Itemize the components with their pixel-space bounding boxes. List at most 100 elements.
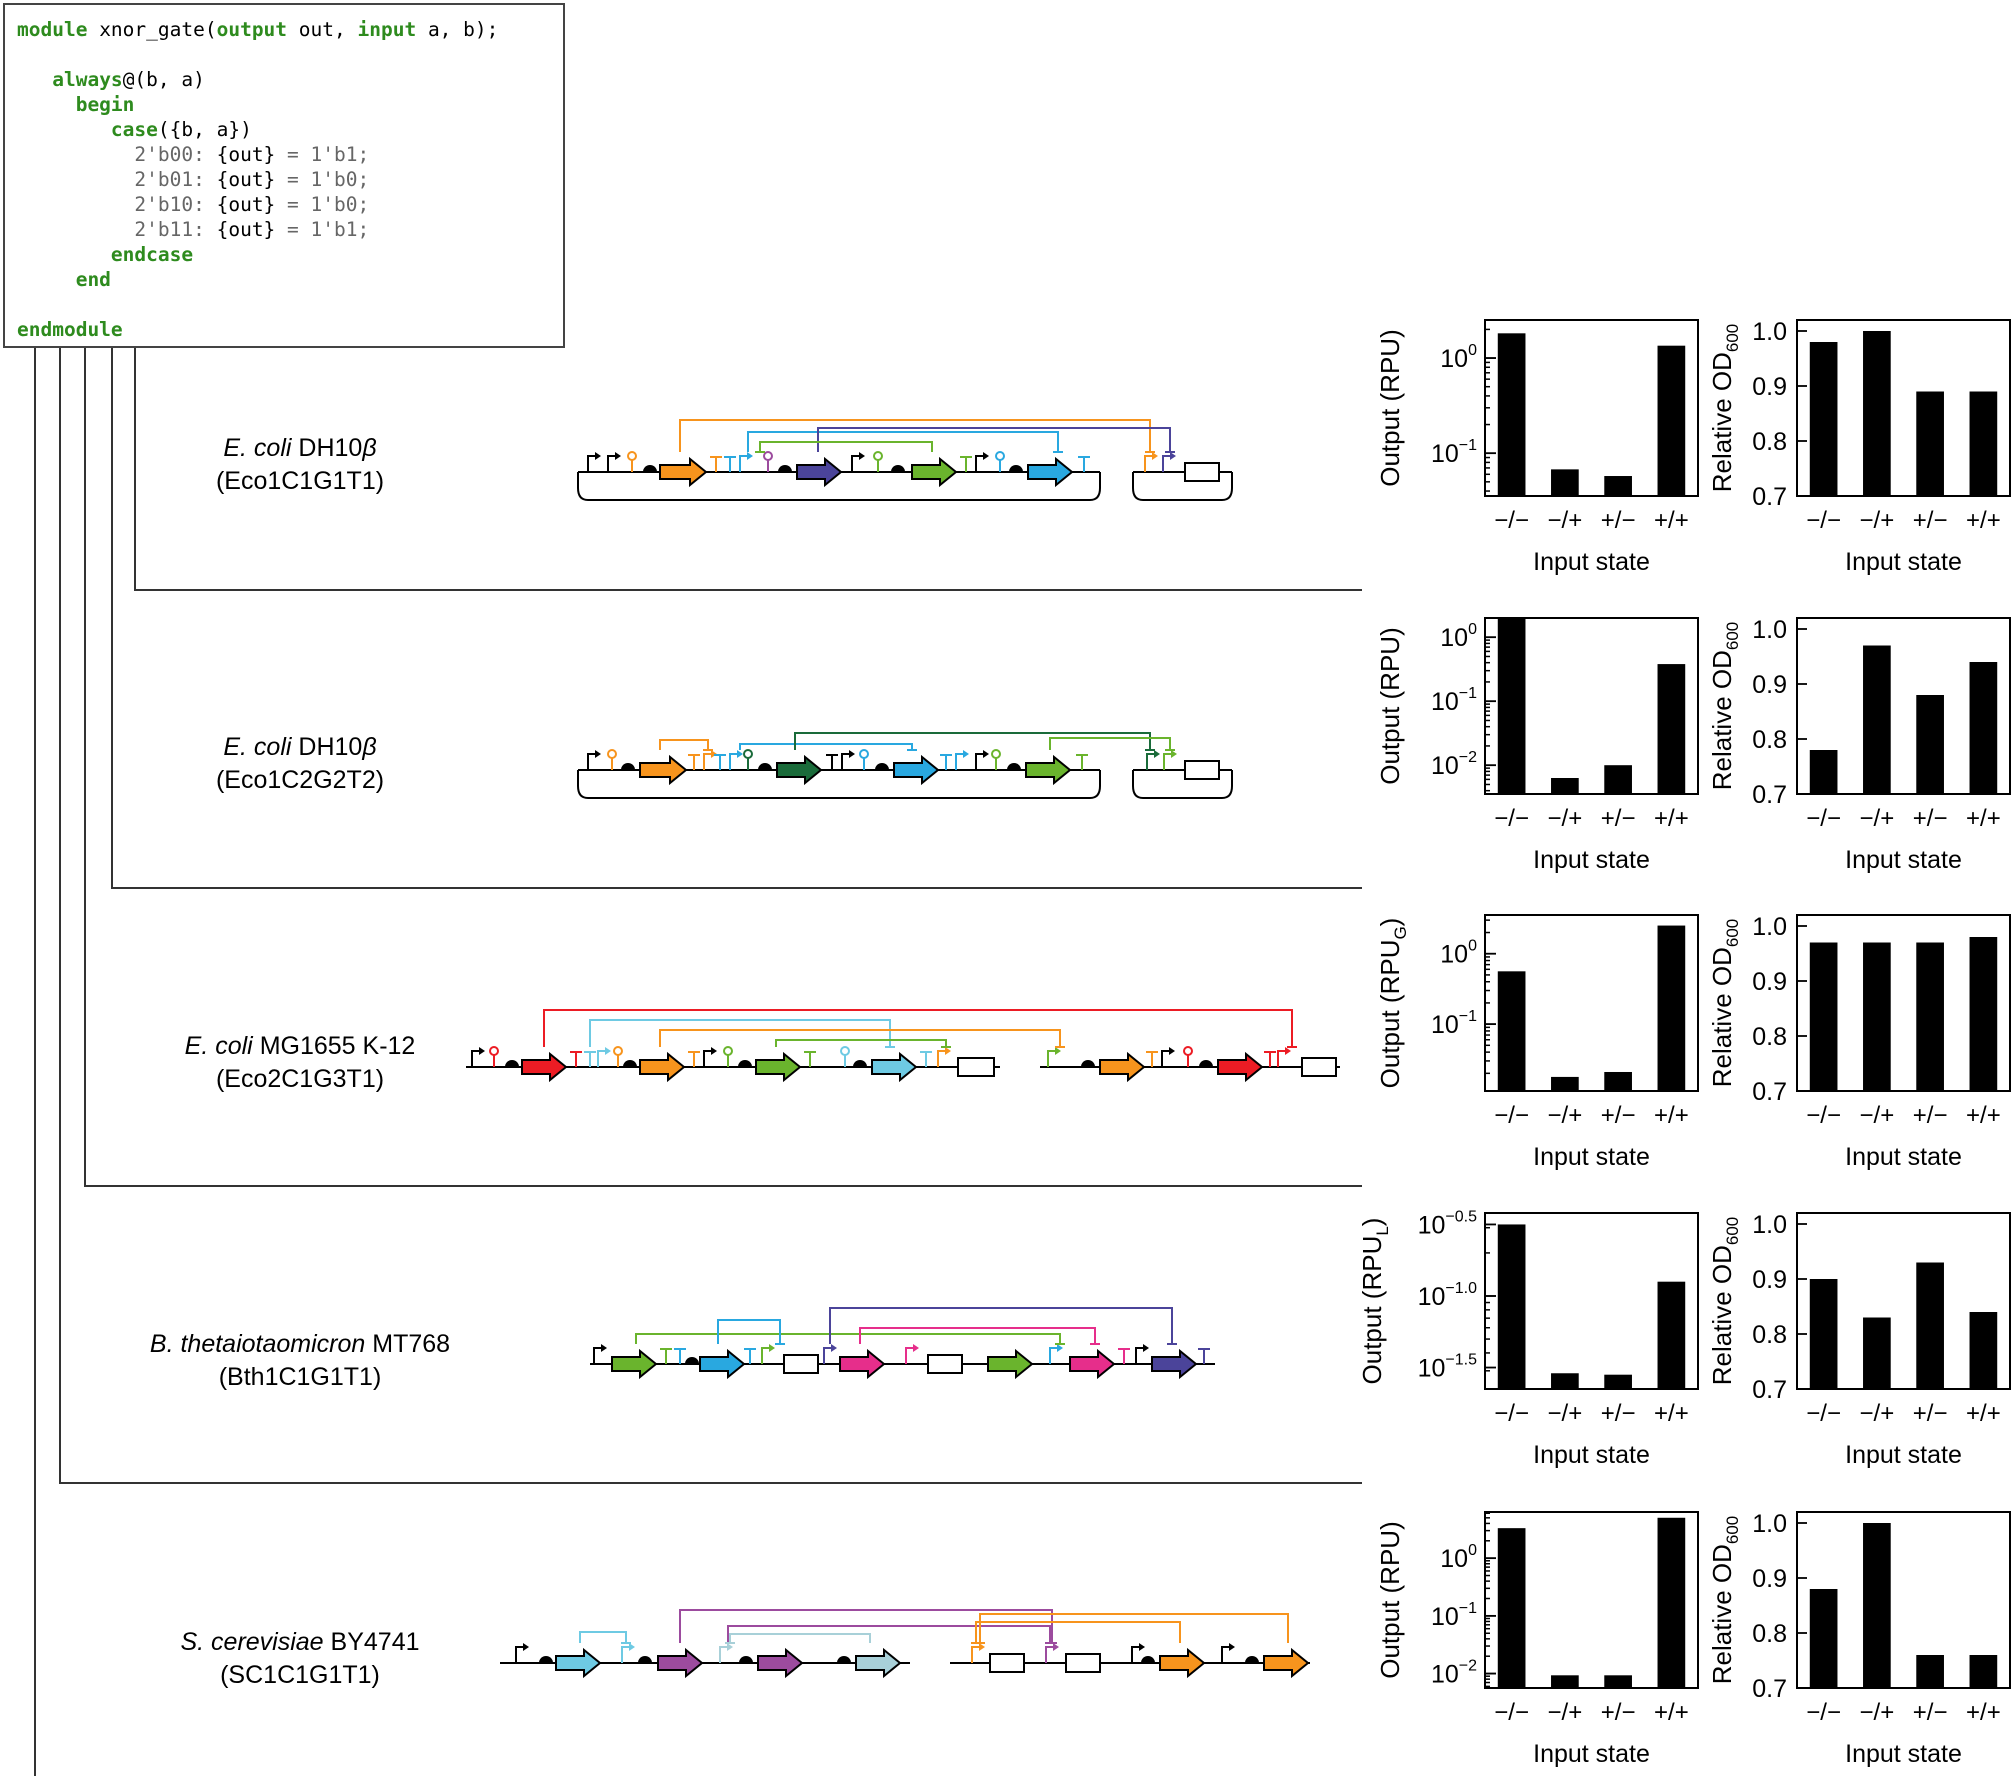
reporter-box bbox=[927, 1354, 963, 1374]
regulation-link bbox=[659, 739, 709, 750]
cds-gene bbox=[911, 456, 958, 488]
y-tick-label: 10−1 bbox=[1431, 1600, 1477, 1631]
plot-frame bbox=[1484, 1511, 1699, 1689]
regulation-link bbox=[717, 1319, 781, 1344]
regulation-link bbox=[727, 1625, 1051, 1643]
y-tick-label: 10−0.5 bbox=[1418, 1208, 1478, 1239]
y-tick-label: 10−1 bbox=[1431, 437, 1477, 468]
y-tick-label: 1.0 bbox=[1752, 913, 1787, 941]
x-tick-label: +/− bbox=[1601, 1400, 1636, 1427]
y-tick-label: 10−1 bbox=[1431, 685, 1477, 716]
promoter-arrowhead bbox=[849, 750, 855, 758]
promoter-arrowhead bbox=[1171, 750, 1177, 758]
bar bbox=[1969, 1312, 1998, 1389]
promoter-glyph bbox=[851, 455, 861, 472]
code-line: case({b, a}) bbox=[110, 118, 252, 141]
regulation-link bbox=[729, 1633, 871, 1643]
bar bbox=[1809, 750, 1838, 794]
promoter-glyph bbox=[1277, 1050, 1287, 1067]
bar bbox=[1657, 345, 1686, 496]
bar bbox=[1969, 391, 1998, 496]
x-tick-label: −/+ bbox=[1548, 1102, 1583, 1129]
connector-row-4 bbox=[59, 348, 1362, 1484]
plot-frame bbox=[1484, 1212, 1699, 1390]
y-tick-label: 0.9 bbox=[1752, 1565, 1787, 1593]
reporter-box bbox=[1301, 1057, 1337, 1077]
promoter-arrowhead bbox=[629, 1643, 635, 1651]
connector-row-1 bbox=[134, 348, 1362, 591]
terminator-glyph bbox=[688, 1051, 700, 1067]
cds-gene bbox=[1263, 1647, 1310, 1679]
x-axis-label: Input state bbox=[1533, 1143, 1650, 1171]
connector-row-3 bbox=[84, 348, 1362, 1187]
rbs-glyph bbox=[853, 1060, 867, 1067]
od-chart: 1.00.90.80.7−/−−/++/−+/+Input stateRelat… bbox=[1707, 1211, 2011, 1469]
bar bbox=[1657, 925, 1686, 1091]
promoter-glyph bbox=[1131, 1646, 1141, 1663]
x-axis-label: Input state bbox=[1845, 846, 1962, 874]
promoter-glyph bbox=[1045, 1646, 1055, 1663]
rbs-glyph bbox=[623, 1060, 637, 1067]
terminator-glyph bbox=[1264, 1051, 1276, 1067]
bar bbox=[1551, 469, 1579, 496]
y-tick-label: 0.8 bbox=[1752, 428, 1787, 456]
bar bbox=[1863, 1317, 1891, 1389]
x-tick-label: −/− bbox=[1806, 1699, 1841, 1726]
cds-gene bbox=[855, 1647, 902, 1679]
y-tick-label: 0.9 bbox=[1752, 1266, 1787, 1294]
y-axis-label: Output (RPUG) bbox=[1375, 918, 1410, 1089]
y-tick-label: 0.7 bbox=[1752, 483, 1787, 511]
bar bbox=[1497, 971, 1526, 1091]
terminator-glyph bbox=[660, 1348, 672, 1364]
cds-gene bbox=[1099, 1051, 1146, 1083]
bar bbox=[1497, 1528, 1526, 1688]
connector-row-2 bbox=[111, 348, 1362, 889]
regulation-link bbox=[979, 1613, 1289, 1643]
bar bbox=[1551, 1076, 1579, 1091]
promoter-arrowhead bbox=[737, 750, 743, 758]
x-tick-label: +/+ bbox=[1966, 805, 2001, 832]
promoter-glyph bbox=[587, 455, 597, 472]
reporter-box bbox=[1184, 760, 1220, 780]
promoter-glyph bbox=[739, 455, 749, 472]
x-tick-label: +/− bbox=[1913, 1400, 1948, 1427]
cds-gene bbox=[796, 456, 843, 488]
bar bbox=[1863, 645, 1891, 794]
bar bbox=[1604, 476, 1632, 496]
terminator-glyph bbox=[1146, 1051, 1158, 1067]
bar bbox=[1969, 1655, 1998, 1688]
promoter-glyph bbox=[719, 1646, 729, 1663]
y-tick-label: 100 bbox=[1440, 1542, 1477, 1573]
ribozyme-loop bbox=[859, 749, 869, 759]
promoter-arrowhead bbox=[1229, 1643, 1235, 1651]
promoter-glyph bbox=[729, 753, 739, 770]
promoter-arrowhead bbox=[1285, 1047, 1291, 1055]
reporter-box bbox=[989, 1653, 1025, 1673]
regulation-link bbox=[543, 1009, 1293, 1047]
rbs-glyph bbox=[621, 763, 635, 770]
code-line: 2'b01: {out} = 1'b0; bbox=[134, 168, 370, 191]
promoter-arrowhead bbox=[1057, 1344, 1063, 1352]
code-line: module xnor_gate(output out, input a, b)… bbox=[17, 18, 499, 41]
regulation-link bbox=[1049, 737, 1171, 750]
promoter-arrowhead bbox=[1055, 1047, 1061, 1055]
promoter-arrowhead bbox=[831, 1344, 837, 1352]
terminator-glyph bbox=[724, 456, 736, 472]
regulation-link bbox=[739, 743, 913, 750]
x-tick-label: −/+ bbox=[1860, 1699, 1895, 1726]
organism-label-2: E. coli DH10β (Eco1C2G2T2) bbox=[215, 733, 385, 794]
reporter-box bbox=[957, 1057, 995, 1077]
promoter-arrowhead bbox=[963, 750, 969, 758]
od-chart: 1.00.90.80.7−/−−/++/−+/+Input stateRelat… bbox=[1707, 616, 2011, 874]
x-tick-label: −/− bbox=[1494, 1699, 1529, 1726]
y-axis-label: Relative OD600 bbox=[1707, 1516, 1742, 1685]
promoter-glyph bbox=[1144, 455, 1154, 472]
x-tick-label: +/+ bbox=[1654, 805, 1689, 832]
reporter-box bbox=[1184, 462, 1220, 482]
od-chart: 1.00.90.80.7−/−−/++/−+/+Input stateRelat… bbox=[1707, 1510, 2011, 1768]
x-tick-label: +/− bbox=[1913, 1102, 1948, 1129]
promoter-arrowhead bbox=[1143, 1344, 1149, 1352]
bar bbox=[1809, 942, 1838, 1091]
ribozyme-loop bbox=[873, 451, 883, 461]
